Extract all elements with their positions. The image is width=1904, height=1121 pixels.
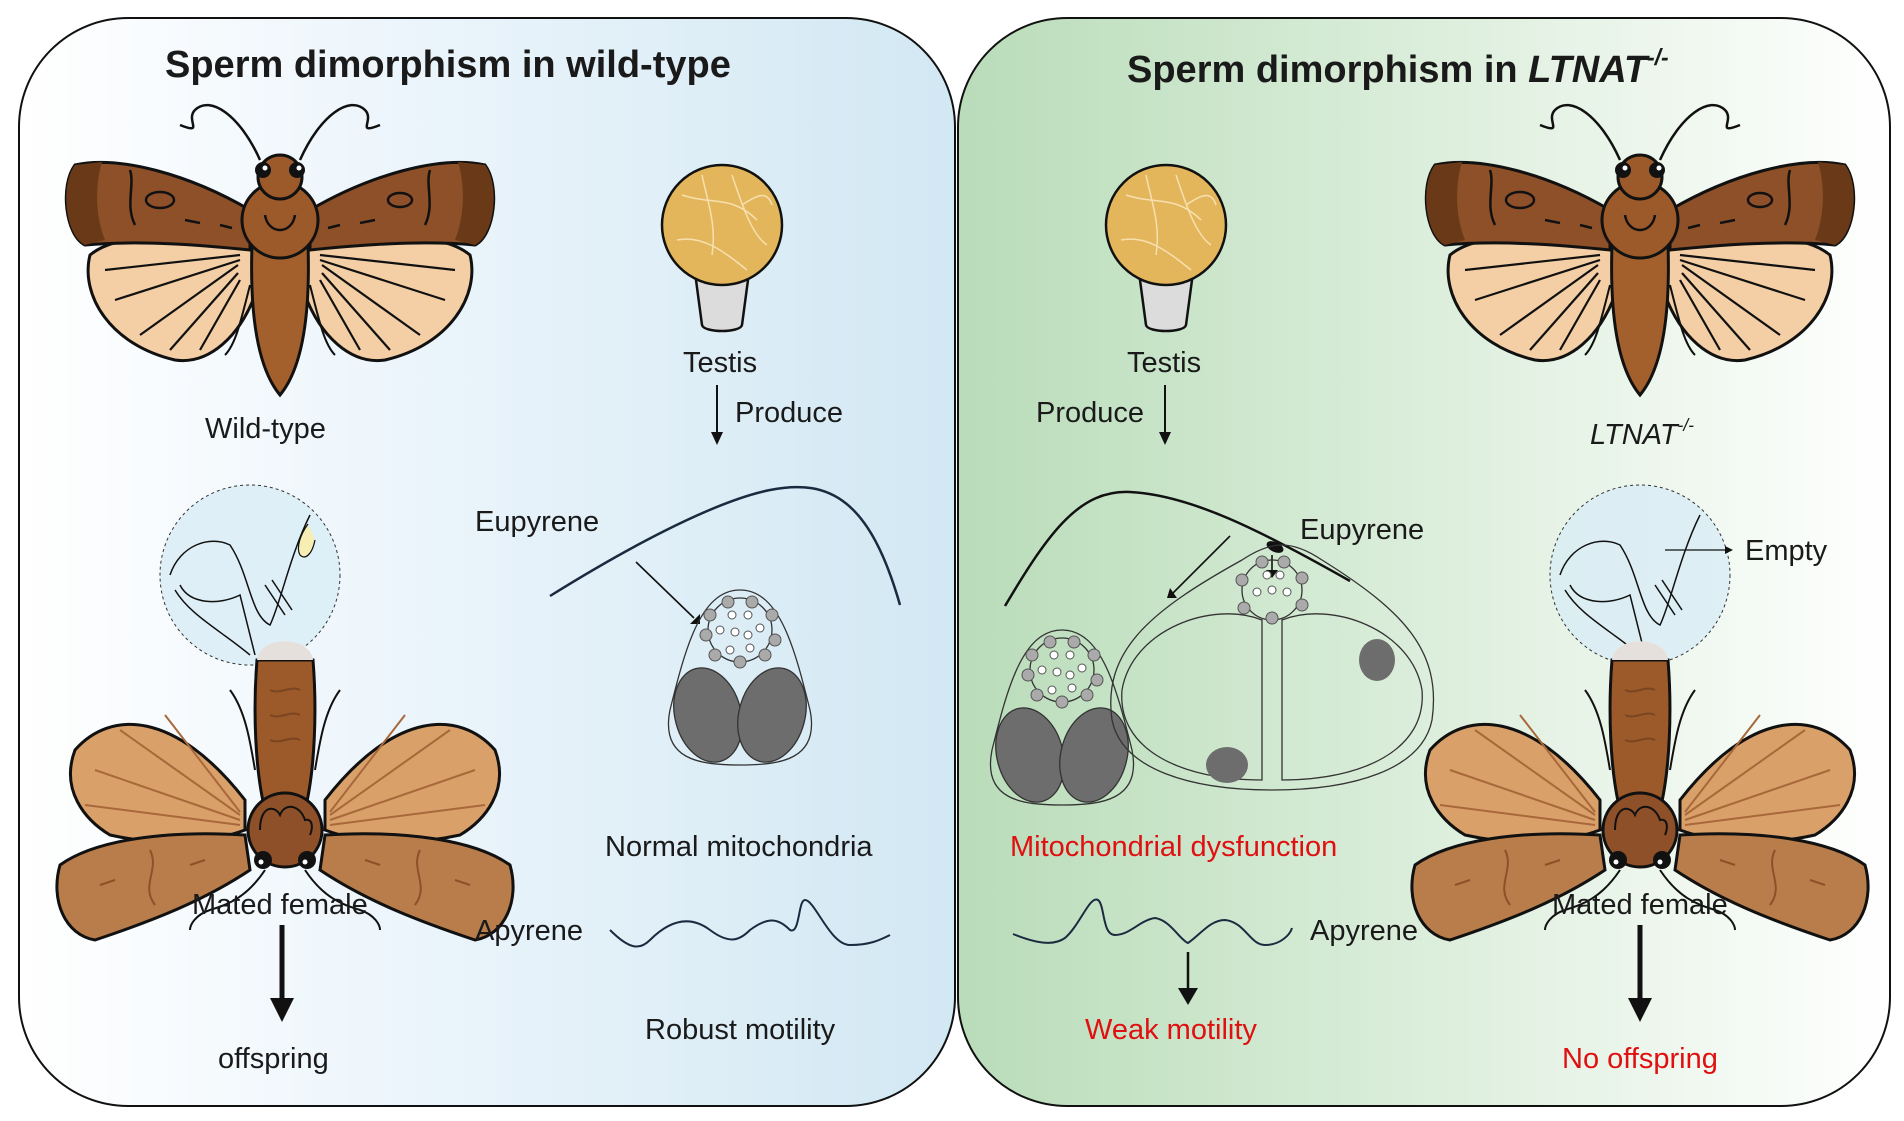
wild-type-male-label: Wild-type	[205, 413, 326, 445]
apyrene-label: Apyrene	[475, 915, 584, 947]
testis-icon	[660, 163, 784, 333]
robust-motility-label: Robust motility	[645, 1014, 836, 1046]
mitochondrial-dysfunction-label: Mitochondrial dysfunction	[1010, 831, 1338, 863]
mated-female-label: Mated female	[192, 889, 368, 921]
testis-label-mutant: Testis	[1127, 347, 1202, 379]
weak-motility-arrow-icon	[1178, 952, 1198, 1005]
eupyrene-label-mutant: Eupyrene	[1300, 514, 1425, 546]
offspring-arrow-icon	[270, 925, 294, 1022]
no-offspring-label: No offspring	[1562, 1043, 1718, 1075]
testis-label: Testis	[683, 347, 758, 379]
offspring-label: offspring	[218, 1043, 329, 1075]
mutant-small-cell-icon	[985, 629, 1139, 811]
produce-label-mutant: Produce	[1036, 397, 1145, 429]
dysfunctional-mitochondria-cell-icon	[1110, 544, 1435, 791]
produce-arrow-icon-mutant	[1159, 385, 1171, 445]
male-label-gene: LTNAT	[1590, 419, 1678, 452]
title-prefix: Sperm dimorphism in	[1127, 49, 1529, 92]
empty-arrow-icon	[1665, 546, 1733, 554]
mated-female-label-mutant: Mated female	[1552, 889, 1728, 921]
testis-icon-mutant	[1104, 163, 1228, 333]
normal-mitochondria-cell-icon	[663, 589, 817, 771]
wild-type-male-moth-icon	[64, 103, 496, 397]
sperm-filled-spermatheca-icon	[297, 523, 316, 558]
male-label-sup: -/-	[1677, 415, 1694, 435]
eupyrene-label: Eupyrene	[475, 506, 600, 538]
eupyrene-sperm-icon-mutant	[1003, 490, 1351, 607]
produce-arrow-icon	[711, 385, 723, 445]
wild-type-panel-title: Sperm dimorphism in wild-type	[165, 44, 731, 86]
magnifier-reproductive-tract-icon	[159, 484, 341, 666]
title-gene: LTNAT	[1528, 49, 1648, 92]
apyrene-sperm-icon-mutant	[1012, 898, 1293, 947]
eupyrene-sperm-icon	[549, 485, 902, 606]
eupyrene-cross-section-arrow-icon	[635, 561, 700, 624]
apyrene-sperm-icon	[609, 898, 891, 948]
no-offspring-arrow-icon	[1628, 925, 1652, 1022]
weak-motility-label: Weak motility	[1085, 1014, 1257, 1046]
normal-mitochondria-label: Normal mitochondria	[605, 831, 873, 863]
title-genotype-sup: -/-	[1647, 44, 1669, 70]
apyrene-label-mutant: Apyrene	[1310, 915, 1419, 947]
ltnat-panel-title: Sperm dimorphism in LTNAT-/-	[1127, 46, 1669, 89]
magnifier-empty-tract-icon	[1549, 484, 1731, 666]
ltnat-male-moth-icon	[1424, 103, 1856, 397]
ltnat-male-label: LTNAT-/-	[1590, 415, 1694, 452]
empty-label: Empty	[1745, 535, 1828, 567]
produce-label: Produce	[735, 397, 844, 429]
